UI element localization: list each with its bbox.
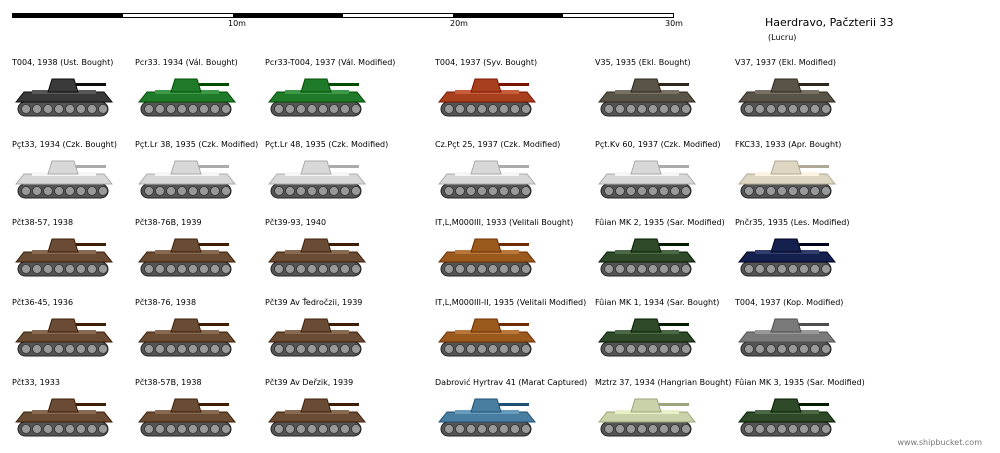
vehicle-label: Pčt39 Av Deřzik, 1939: [265, 378, 354, 387]
tank-drawing: [737, 398, 837, 437]
tank-drawing: [137, 78, 237, 117]
tank-drawing: [597, 160, 697, 199]
vehicle-label: T004, 1937 (Syv. Bought): [435, 58, 538, 67]
vehicle-label: Pčt39 Av Ťedročzii, 1939: [265, 298, 363, 307]
tank-drawing: [267, 238, 367, 277]
vehicle-label: Fûian MK 2, 1935 (Sar. Modified): [595, 218, 725, 227]
vehicle-label: Pcr33-T004, 1937 (Vál. Modified): [265, 58, 396, 67]
scale-tick-30m: 30m: [665, 19, 683, 28]
tank-drawing: [14, 238, 114, 277]
vehicle-label: Mztrz 37, 1934 (Hangrian Bought): [595, 378, 732, 387]
vehicle-label: Pčt36-45, 1936: [12, 298, 74, 307]
vehicle-label: V35, 1935 (Ekl. Bought): [595, 58, 691, 67]
vehicle-label: Fûian MK 1, 1934 (Sar. Bought): [595, 298, 720, 307]
tank-drawing: [437, 318, 537, 357]
scale-segment: [13, 14, 123, 17]
tank-drawing: [597, 318, 697, 357]
vehicle-label: T004, 1937 (Kop. Modified): [735, 298, 844, 307]
tank-drawing: [267, 318, 367, 357]
vehicle-label: T004, 1938 (Ust. Bought): [12, 58, 114, 67]
vehicle-label: V37, 1937 (Ekl. Modified): [735, 58, 837, 67]
tank-drawing: [597, 238, 697, 277]
vehicle-label: FKC33, 1933 (Apr. Bought): [735, 140, 842, 149]
vehicle-label: Pçt.Lr 38, 1935 (Czk. Modified): [135, 140, 259, 149]
scale-segment: [233, 14, 343, 17]
tank-drawing: [137, 160, 237, 199]
page-subtitle: (Lucru): [768, 33, 797, 42]
scale-bar: [12, 13, 674, 18]
tank-drawing: [437, 398, 537, 437]
vehicle-label: Fûian MK 3, 1935 (Sar. Modified): [735, 378, 865, 387]
tank-drawing: [737, 78, 837, 117]
vehicle-label: Pçt.Lr 48, 1935 (Czk. Modified): [265, 140, 389, 149]
tank-drawing: [267, 78, 367, 117]
tank-drawing: [14, 78, 114, 117]
vehicle-label: Pčt39-93, 1940: [265, 218, 327, 227]
tank-drawing: [14, 160, 114, 199]
vehicle-label: Pçt.Kv 60, 1937 (Czk. Modified): [595, 140, 721, 149]
tank-drawing: [597, 398, 697, 437]
page-title: Haerdravo, Pačzterii 33: [765, 16, 894, 29]
vehicle-label: Pcr33. 1934 (Vál. Bought): [135, 58, 238, 67]
scale-tick-10m: 10m: [228, 19, 246, 28]
credit-text: www.shipbucket.com: [897, 438, 982, 447]
tank-drawing: [437, 160, 537, 199]
tank-drawing: [437, 238, 537, 277]
vehicle-label: IT,L,M000III, 1933 (Velitali Bought): [435, 218, 574, 227]
vehicle-label: Pčt38-76B, 1939: [135, 218, 202, 227]
tank-drawing: [267, 160, 367, 199]
tank-drawing: [737, 160, 837, 199]
vehicle-label: Pnčr35, 1935 (Les. Modified): [735, 218, 850, 227]
tank-drawing: [137, 238, 237, 277]
vehicle-label: Pčt38-76, 1938: [135, 298, 197, 307]
tank-drawing: [137, 398, 237, 437]
scale-tick-20m: 20m: [450, 19, 468, 28]
tank-drawing: [597, 78, 697, 117]
tank-drawing: [267, 398, 367, 437]
vehicle-label: Pčt33, 1933: [12, 378, 60, 387]
vehicle-label: Cz.Pçt 25, 1937 (Czk. Modified): [435, 140, 561, 149]
vehicle-label: Pčt38-57B, 1938: [135, 378, 202, 387]
vehicle-label: IT,L,M000III-II, 1935 (Velitali Modified…: [435, 298, 587, 307]
tank-drawing: [14, 318, 114, 357]
vehicle-label: Pčt38-57, 1938: [12, 218, 74, 227]
tank-drawing: [737, 238, 837, 277]
scale-segment: [453, 14, 563, 17]
vehicle-label: Pçt33, 1934 (Czk. Bought): [12, 140, 118, 149]
tank-drawing: [137, 318, 237, 357]
tank-drawing: [737, 318, 837, 357]
tank-drawing: [437, 78, 537, 117]
vehicle-label: Dabrović Hyrtrav 41 (Marat Captured): [435, 378, 588, 387]
tank-drawing: [14, 398, 114, 437]
